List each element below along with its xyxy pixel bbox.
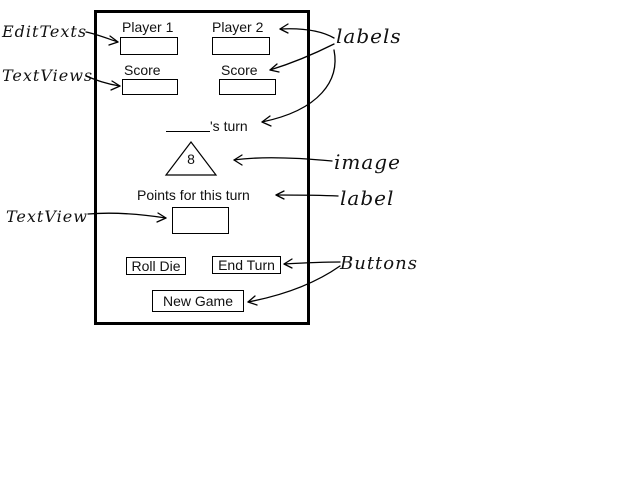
annotation-buttons: Buttons [340, 253, 418, 274]
annotation-edit-texts: EditTexts [2, 22, 88, 41]
player2-label: Player 2 [212, 19, 264, 35]
score1-label: Score [124, 62, 161, 78]
annotation-image: image [334, 150, 401, 174]
roll-die-button[interactable]: Roll Die [126, 257, 186, 275]
new-game-button[interactable]: New Game [152, 290, 244, 312]
annotation-labels: labels [336, 24, 402, 48]
player2-edit-text[interactable] [212, 37, 270, 55]
annotation-text-views: TextViews [2, 66, 94, 85]
points-text-view [172, 207, 229, 234]
die-image [164, 141, 218, 176]
current-player-blank [166, 117, 210, 132]
score1-text-view [122, 79, 178, 95]
end-turn-button[interactable]: End Turn [212, 256, 281, 274]
die-value: 8 [187, 151, 195, 167]
points-label: Points for this turn [137, 187, 250, 203]
player1-edit-text[interactable] [120, 37, 178, 55]
score2-text-view [219, 79, 276, 95]
player1-label: Player 1 [122, 19, 174, 35]
annotation-text-view: TextView [6, 207, 88, 226]
score2-label: Score [221, 62, 258, 78]
annotation-label: label [340, 186, 395, 210]
turn-label: 's turn [210, 118, 248, 134]
phone-frame [94, 10, 310, 325]
